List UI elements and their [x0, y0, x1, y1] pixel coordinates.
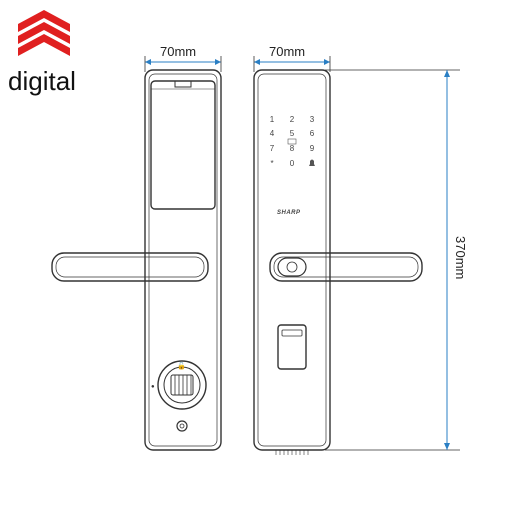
key-4: 4 — [270, 129, 275, 138]
lock-icon: ● — [151, 384, 155, 390]
back-width-dimension: 70mm — [144, 44, 222, 72]
key-cover — [277, 324, 307, 370]
front-width-dimension: 70mm — [253, 44, 331, 72]
battery-cover — [150, 80, 216, 210]
height-dimension: 370mm — [325, 69, 468, 451]
key-5: 5 — [290, 129, 295, 138]
back-handle — [51, 252, 209, 282]
stacked-chevron-logo-icon — [18, 10, 70, 56]
lock-brand-mark: SHARP — [277, 210, 301, 216]
back-width-label: 70mm — [160, 44, 196, 59]
bell-icon — [309, 159, 315, 166]
key-9: 9 — [310, 144, 315, 153]
mechanical-keyhole — [176, 420, 188, 432]
back-plate — [144, 69, 222, 451]
key-0: 0 — [290, 159, 295, 168]
bottom-vent — [275, 450, 309, 455]
height-label: 370mm — [453, 236, 468, 279]
key-8: 8 — [290, 144, 295, 153]
key-1: 1 — [270, 115, 275, 124]
unlock-icon: 🔓 — [177, 361, 186, 370]
front-plate — [253, 69, 331, 451]
key-7: 7 — [270, 144, 275, 153]
front-width-label: 70mm — [269, 44, 305, 59]
key-2: 2 — [290, 115, 295, 124]
keypad: 1 2 3 4 5 6 7 8 9 * 0 — [270, 115, 315, 168]
fingerprint-sensor — [277, 257, 307, 277]
key-star: * — [270, 159, 273, 168]
lock-front-view: 70mm 1 2 3 4 5 6 7 8 9 * 0 SHARP — [253, 44, 423, 455]
lock-back-view: 70mm 🔓 ● — [51, 44, 222, 451]
thumb-turn-knob: 🔓 ● — [151, 360, 207, 410]
key-6: 6 — [310, 129, 315, 138]
card-reader-icon — [287, 138, 297, 145]
brand-logo: digital — [8, 10, 76, 96]
front-handle — [269, 252, 423, 282]
key-3: 3 — [310, 115, 315, 124]
brand-name: digital — [8, 66, 76, 96]
